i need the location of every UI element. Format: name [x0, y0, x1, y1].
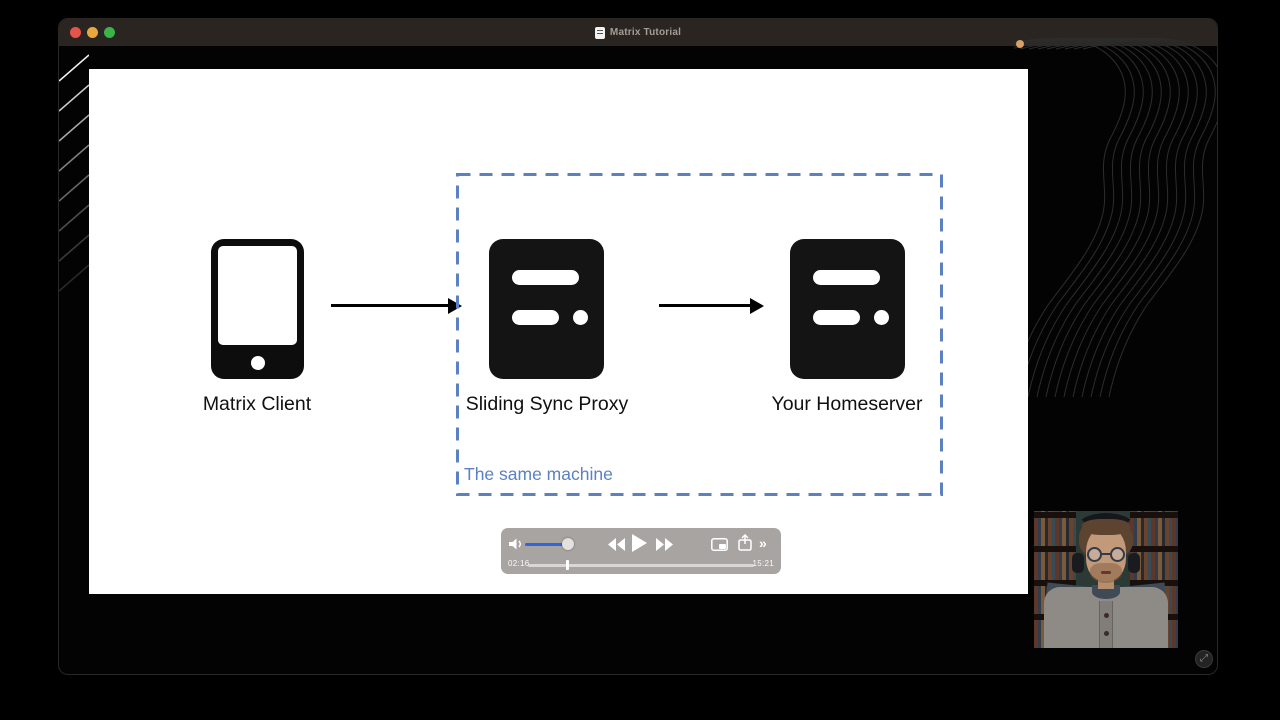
volume-slider-knob[interactable] [562, 538, 574, 550]
server-led-dot [874, 310, 889, 325]
more-controls-button[interactable]: » [759, 535, 767, 551]
glasses-bridge [1100, 553, 1112, 555]
player-controls: » 02:16 15:21 [501, 528, 781, 574]
window-title-group: Matrix Tutorial [59, 19, 1217, 46]
close-button[interactable] [70, 27, 81, 38]
window-title: Matrix Tutorial [609, 27, 682, 38]
same-machine-group-box [456, 173, 943, 496]
expand-icon: ⤢ [1200, 653, 1208, 664]
glasses-lens [1110, 547, 1125, 562]
remaining-time: 15:21 [752, 559, 774, 568]
document-icon [594, 26, 605, 39]
app-window: Matrix Tutorial [58, 18, 1218, 675]
presenter-mouth [1101, 571, 1111, 574]
server-icon [489, 239, 604, 379]
share-icon [738, 533, 752, 551]
elapsed-time: 02:16 [508, 559, 530, 568]
arrow-client-to-proxy [331, 297, 462, 314]
zoom-button[interactable] [104, 27, 115, 38]
phone-icon [211, 239, 304, 379]
seek-bar[interactable] [528, 564, 754, 567]
pip-icon [711, 538, 728, 551]
server-slot-bar [813, 270, 880, 285]
phone-home-button [251, 356, 265, 370]
play-button[interactable] [632, 534, 647, 552]
orange-indicator-dot [1016, 40, 1024, 48]
play-icon [632, 534, 647, 552]
headphones-earcup [1128, 553, 1140, 573]
headphones-band [1075, 513, 1137, 547]
same-machine-label: The same machine [464, 464, 613, 484]
server-led-dot [573, 310, 588, 325]
fast-forward-icon [656, 538, 673, 551]
node-label-sliding-sync-proxy: Sliding Sync Proxy [465, 393, 629, 415]
presenter-fringe [1082, 519, 1130, 535]
server-icon [790, 239, 905, 379]
headphones-earcup [1072, 553, 1084, 573]
window-titlebar[interactable]: Matrix Tutorial [59, 19, 1217, 46]
presenter-webcam [1034, 511, 1178, 648]
rewind-button[interactable] [608, 538, 625, 551]
contour-lines-decoration [1014, 37, 1217, 398]
slide-canvas: Matrix Client Sliding Sync Proxy Your Ho… [89, 69, 1028, 594]
server-slot-bar [512, 310, 559, 325]
server-slot-bar [813, 310, 860, 325]
server-slot-bar [512, 270, 579, 285]
playhead-marker[interactable] [566, 560, 569, 570]
left-diagonal-lines-decoration [59, 54, 89, 292]
presenter-button [1104, 613, 1109, 618]
node-label-your-homeserver: Your Homeserver [771, 393, 923, 415]
fast-forward-button[interactable] [656, 538, 673, 551]
pip-button[interactable] [711, 538, 728, 551]
expand-button[interactable]: ⤢ [1195, 650, 1213, 668]
minimize-button[interactable] [87, 27, 98, 38]
phone-screen [218, 246, 297, 345]
share-button[interactable] [738, 533, 752, 551]
presenter-placket [1099, 601, 1113, 648]
rewind-icon [608, 538, 625, 551]
arrow-proxy-to-homeserver [659, 297, 764, 314]
volume-slider[interactable] [525, 542, 571, 546]
volume-icon[interactable] [509, 538, 524, 550]
more-chevrons-icon: » [759, 535, 767, 551]
node-label-matrix-client: Matrix Client [202, 393, 312, 415]
presenter-button [1104, 631, 1109, 636]
